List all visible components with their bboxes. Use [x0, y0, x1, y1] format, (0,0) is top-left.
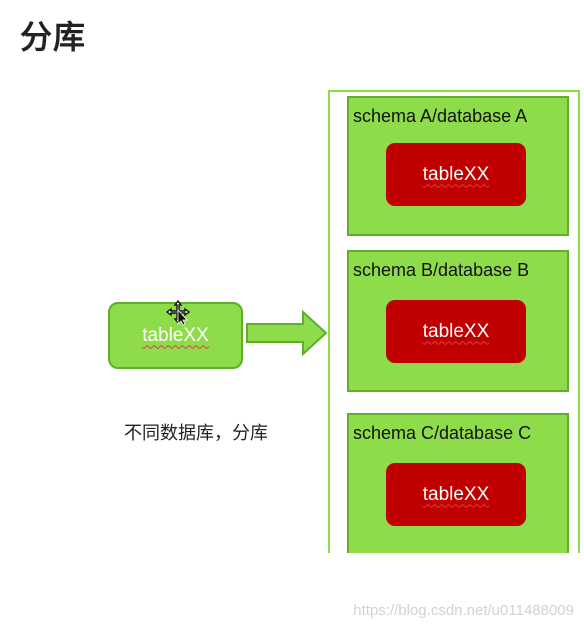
- bottom-fade-overlay: [0, 553, 584, 629]
- database-box-b: schema B/database B tableXX: [347, 250, 569, 392]
- watermark: https://blog.csdn.net/u011488009: [353, 602, 574, 619]
- database-box-c: schema C/database C tableXX: [347, 413, 569, 560]
- right-arrow: [246, 310, 328, 356]
- database-label: schema C/database C: [353, 423, 532, 443]
- diagram-caption: 不同数据库，分库: [124, 423, 268, 444]
- move-cursor-icon: [166, 300, 190, 326]
- table-label: tableXX: [422, 483, 490, 505]
- table-label: tableXX: [422, 163, 490, 185]
- page-title: 分库: [20, 18, 87, 56]
- table-box: tableXX: [386, 143, 526, 206]
- source-table-label: tableXX: [142, 324, 209, 346]
- database-box-a: schema A/database A tableXX: [347, 96, 569, 236]
- table-box: tableXX: [386, 300, 526, 363]
- table-box: tableXX: [386, 463, 526, 526]
- database-label: schema A/database A: [353, 106, 528, 126]
- table-label: tableXX: [422, 320, 490, 342]
- database-label: schema B/database B: [353, 260, 530, 280]
